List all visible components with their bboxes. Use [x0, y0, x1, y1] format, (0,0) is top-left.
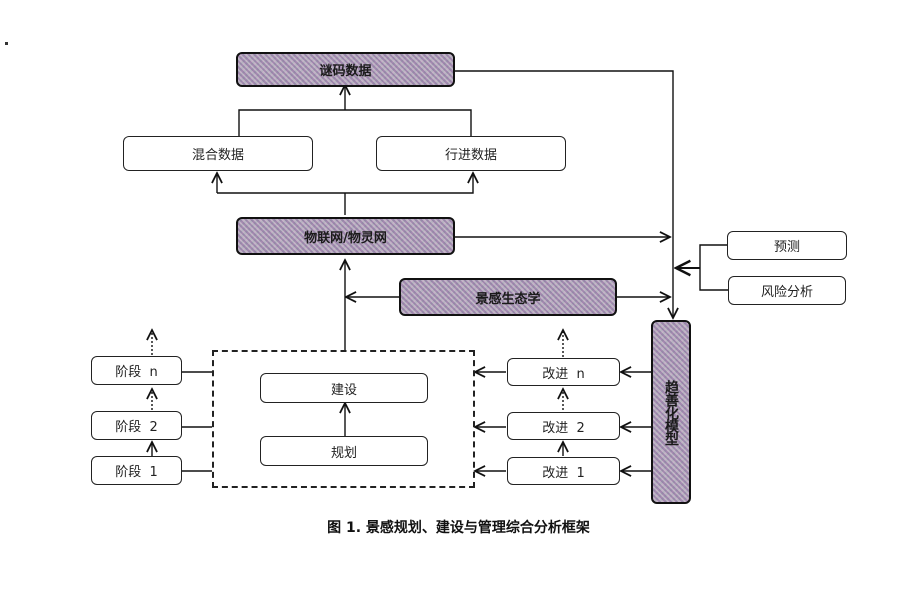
node-travel-data: 行进数据 [376, 136, 566, 171]
node-planning: 规划 [260, 436, 428, 466]
node-improve-1: 改进 1 [507, 457, 620, 485]
node-improve-2: 改进 2 [507, 412, 620, 440]
edge-to-travel [217, 173, 473, 194]
figure-caption: 图 1. 景感规划、建设与管理综合分析框架 [327, 520, 590, 536]
edge-mixed-to-code [238, 109, 472, 136]
node-landscape-ecology-label: 景感生态学 [475, 291, 541, 307]
node-construction-label: 建设 [330, 382, 357, 398]
node-stage-1: 阶段 1 [91, 456, 182, 485]
node-planning-label: 规划 [330, 445, 357, 461]
node-risk-analysis: 风险分析 [728, 276, 846, 305]
node-stage-2-label: 阶段 2 [115, 420, 158, 435]
planning-construction-group [212, 350, 475, 488]
edge-pred-risk [699, 244, 728, 291]
node-improve-1-label: 改进 1 [542, 465, 585, 481]
node-construction: 建设 [260, 373, 428, 403]
node-prediction-label: 预测 [773, 240, 800, 255]
edge-code-to-trunk [455, 70, 673, 318]
node-trend-model-label: 趋善化模型 [663, 379, 679, 445]
node-travel-data-label: 行进数据 [444, 148, 497, 163]
node-mixed-data: 混合数据 [123, 136, 313, 171]
node-stage-n-label: 阶段 n [115, 365, 158, 380]
node-mixed-data-label: 混合数据 [191, 148, 244, 163]
node-iot: 物联网/物灵网 [236, 217, 455, 255]
node-landscape-ecology: 景感生态学 [399, 278, 617, 316]
scan-speck [5, 42, 8, 45]
node-stage-2: 阶段 2 [91, 411, 182, 440]
node-code-data-label: 谜码数据 [319, 64, 372, 79]
node-code-data: 谜码数据 [236, 52, 455, 87]
node-trend-model: 趋善化模型 [651, 320, 691, 504]
node-iot-label: 物联网/物灵网 [304, 230, 387, 246]
node-stage-n: 阶段 n [91, 356, 182, 385]
node-stage-1-label: 阶段 1 [115, 465, 158, 480]
node-risk-analysis-label: 风险分析 [760, 285, 813, 300]
node-improve-n-label: 改进 n [542, 366, 585, 382]
node-improve-2-label: 改进 2 [542, 420, 585, 436]
node-improve-n: 改进 n [507, 358, 620, 386]
node-prediction: 预测 [727, 231, 847, 260]
